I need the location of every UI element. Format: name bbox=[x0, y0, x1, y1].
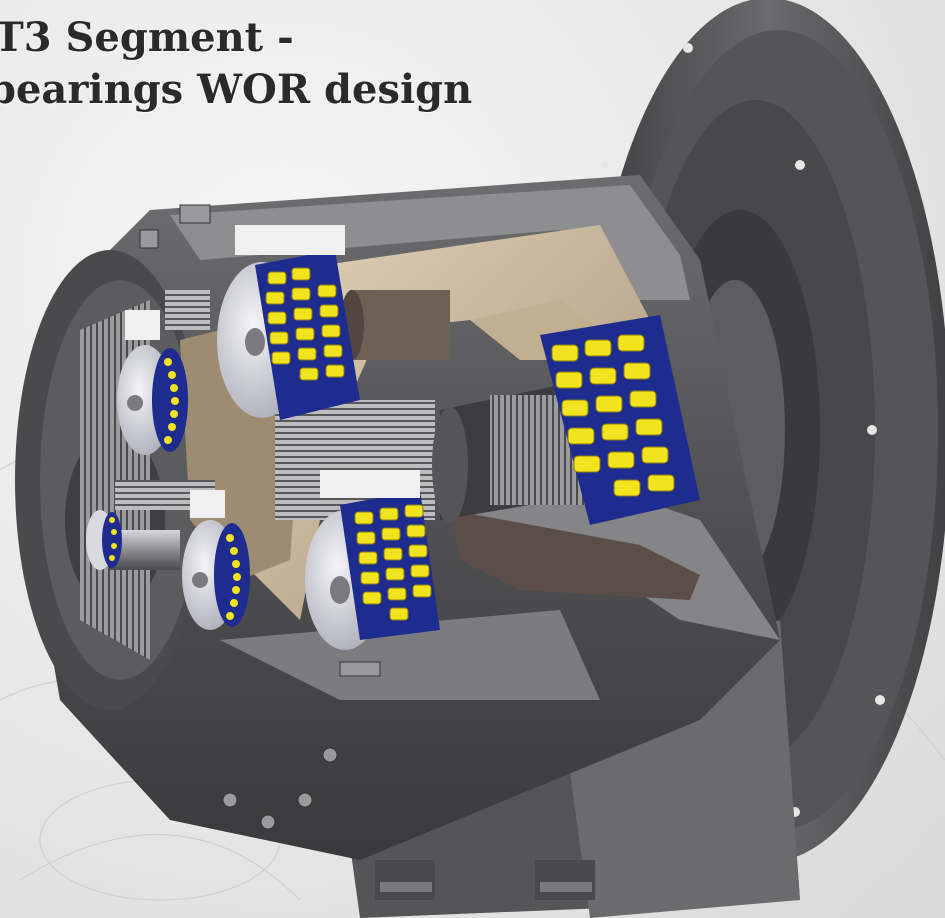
title-line-2: bearings WOR design bbox=[0, 66, 473, 113]
planet-bearing-upper bbox=[217, 225, 360, 420]
slide-title: T3 Segment - bearings WOR design bbox=[0, 12, 472, 116]
planet-bearing-lower bbox=[305, 470, 440, 650]
housing-bolts bbox=[139, 204, 381, 830]
title-line-1: T3 Segment - bbox=[0, 14, 294, 61]
input-shaft-bearing bbox=[86, 510, 122, 570]
sun-gear-shafts bbox=[110, 290, 590, 570]
output-bearing bbox=[540, 315, 700, 525]
planet-bearing-small-lower bbox=[182, 490, 250, 630]
planet-bearing-small-upper bbox=[117, 310, 188, 455]
